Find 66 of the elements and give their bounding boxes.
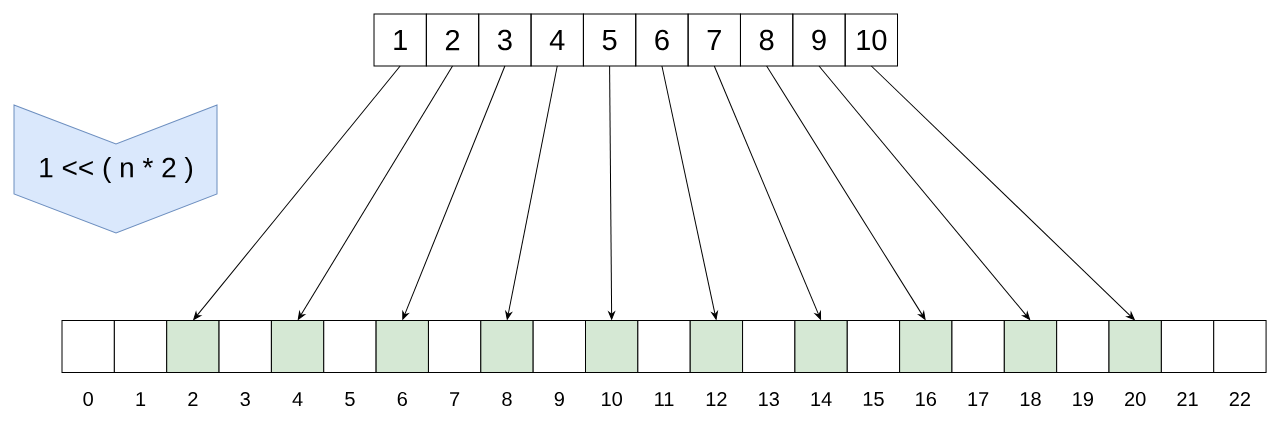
arrow [297, 65, 454, 320]
number-cell: 8 [739, 13, 794, 67]
array-cell [742, 320, 796, 373]
index-label: 7 [450, 392, 460, 406]
index-label: 8 [502, 391, 512, 407]
array-cell [532, 320, 586, 373]
index-label: 2 [188, 392, 198, 406]
arrow [193, 65, 401, 320]
index-label: 17 [968, 392, 989, 406]
index-label: 19 [1073, 391, 1093, 407]
index-label: 14 [811, 392, 832, 406]
number-cell: 9 [792, 13, 846, 67]
array-cell [846, 320, 901, 373]
index-label: 20 [1125, 391, 1146, 407]
number-cell: 1 [373, 13, 427, 67]
number-cell: 6 [635, 13, 689, 67]
index-label: 1 [136, 392, 146, 406]
index-label: 10 [602, 391, 622, 407]
number-cell: 7 [687, 13, 741, 67]
array-cell [1213, 320, 1267, 373]
index-label: 16 [916, 391, 937, 407]
index-label: 22 [1229, 392, 1250, 406]
index-label: 3 [240, 391, 250, 407]
number-cell: 4 [530, 13, 584, 67]
array-cell [585, 320, 639, 373]
index-label: 5 [345, 392, 355, 406]
number-cell: 3 [478, 13, 532, 67]
array-cell [218, 320, 272, 373]
array-cell [1003, 320, 1058, 373]
arrow [713, 65, 822, 320]
array-cell [1160, 320, 1215, 373]
index-label: 11 [655, 392, 674, 406]
array-cell [1056, 320, 1110, 373]
arrow [661, 65, 718, 320]
index-label: 9 [554, 391, 564, 407]
index-label: 15 [863, 392, 884, 406]
array-cell [480, 320, 534, 373]
index-label: 0 [83, 391, 93, 407]
array-cell [375, 320, 429, 373]
arrow [818, 65, 1031, 320]
number-cell: 5 [582, 13, 637, 67]
array-cell [323, 320, 377, 373]
number-cell: 10 [844, 13, 898, 67]
array-cell [794, 320, 848, 373]
array-cell [61, 320, 115, 373]
array-cell [1108, 320, 1162, 373]
index-label: 13 [759, 391, 779, 407]
array-cell [270, 320, 325, 373]
index-label: 6 [397, 391, 407, 407]
array-cell [166, 320, 220, 373]
array-cell [427, 320, 482, 373]
arrow [505, 65, 558, 320]
arrow [402, 65, 506, 320]
index-label: 18 [1020, 391, 1041, 407]
array-cell [899, 320, 953, 373]
index-label: 4 [292, 392, 303, 406]
arrow [608, 65, 615, 320]
array-cell [113, 320, 168, 373]
index-label: 21 [1177, 392, 1198, 406]
index-label: 12 [706, 392, 727, 406]
array-cell [689, 320, 744, 373]
number-cell: 2 [425, 13, 480, 67]
arrow [870, 65, 1135, 321]
arrow [766, 65, 926, 320]
array-cell [637, 320, 691, 373]
array-cell [951, 320, 1005, 373]
